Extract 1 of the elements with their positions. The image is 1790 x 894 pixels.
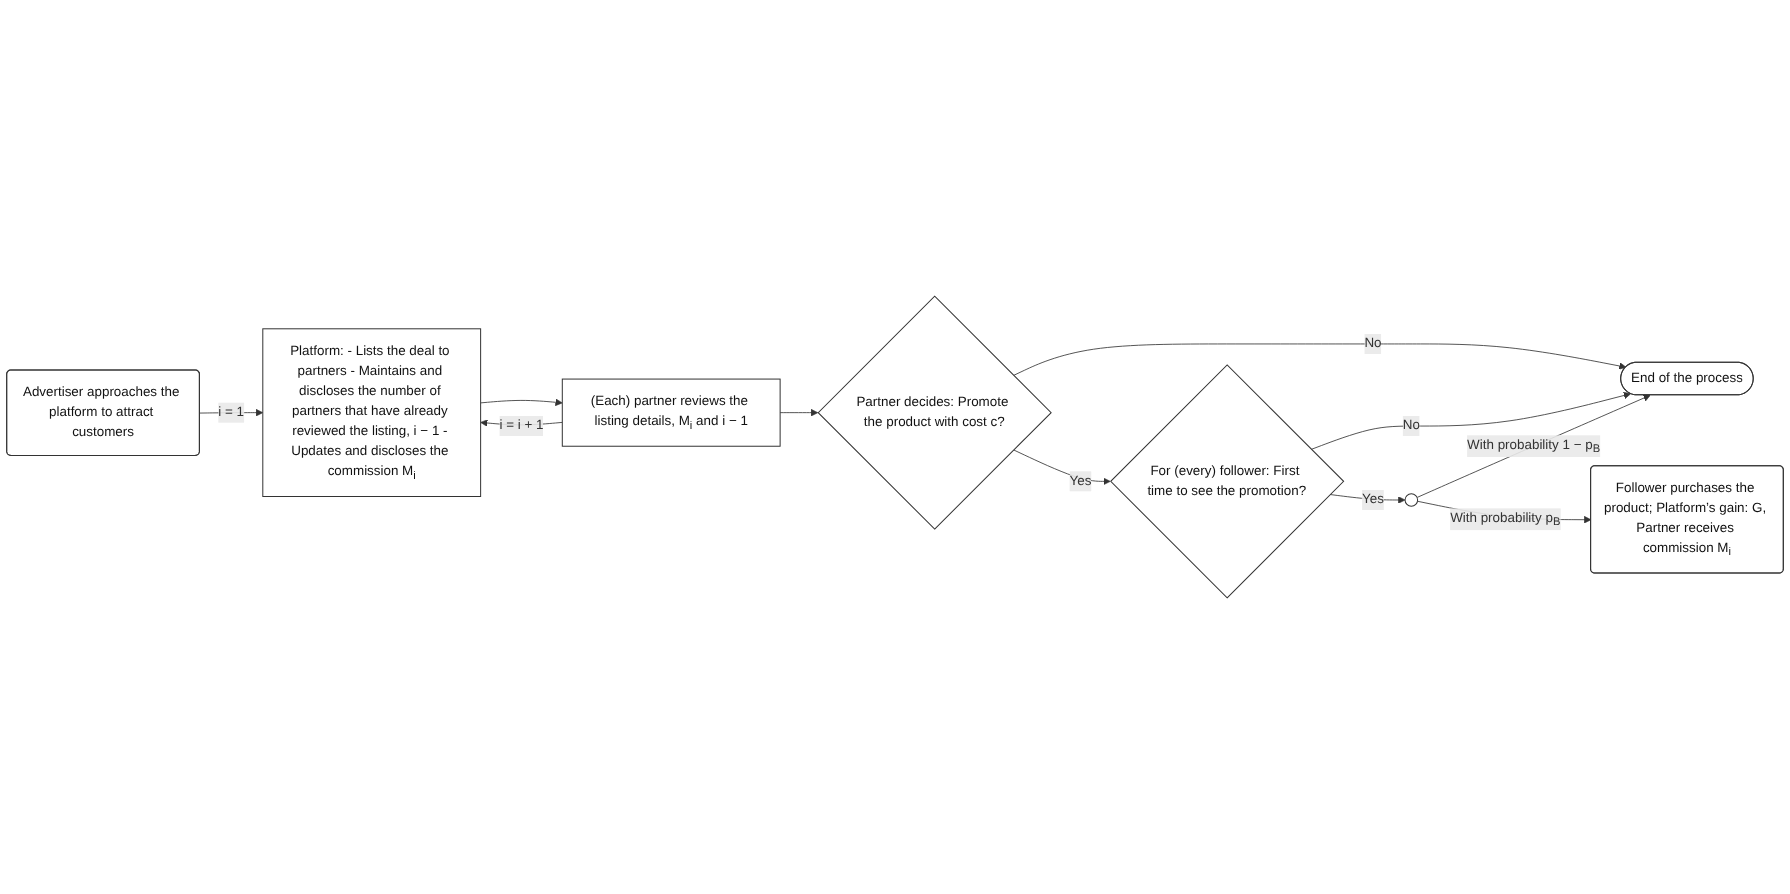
node-circle [1404, 493, 1419, 507]
